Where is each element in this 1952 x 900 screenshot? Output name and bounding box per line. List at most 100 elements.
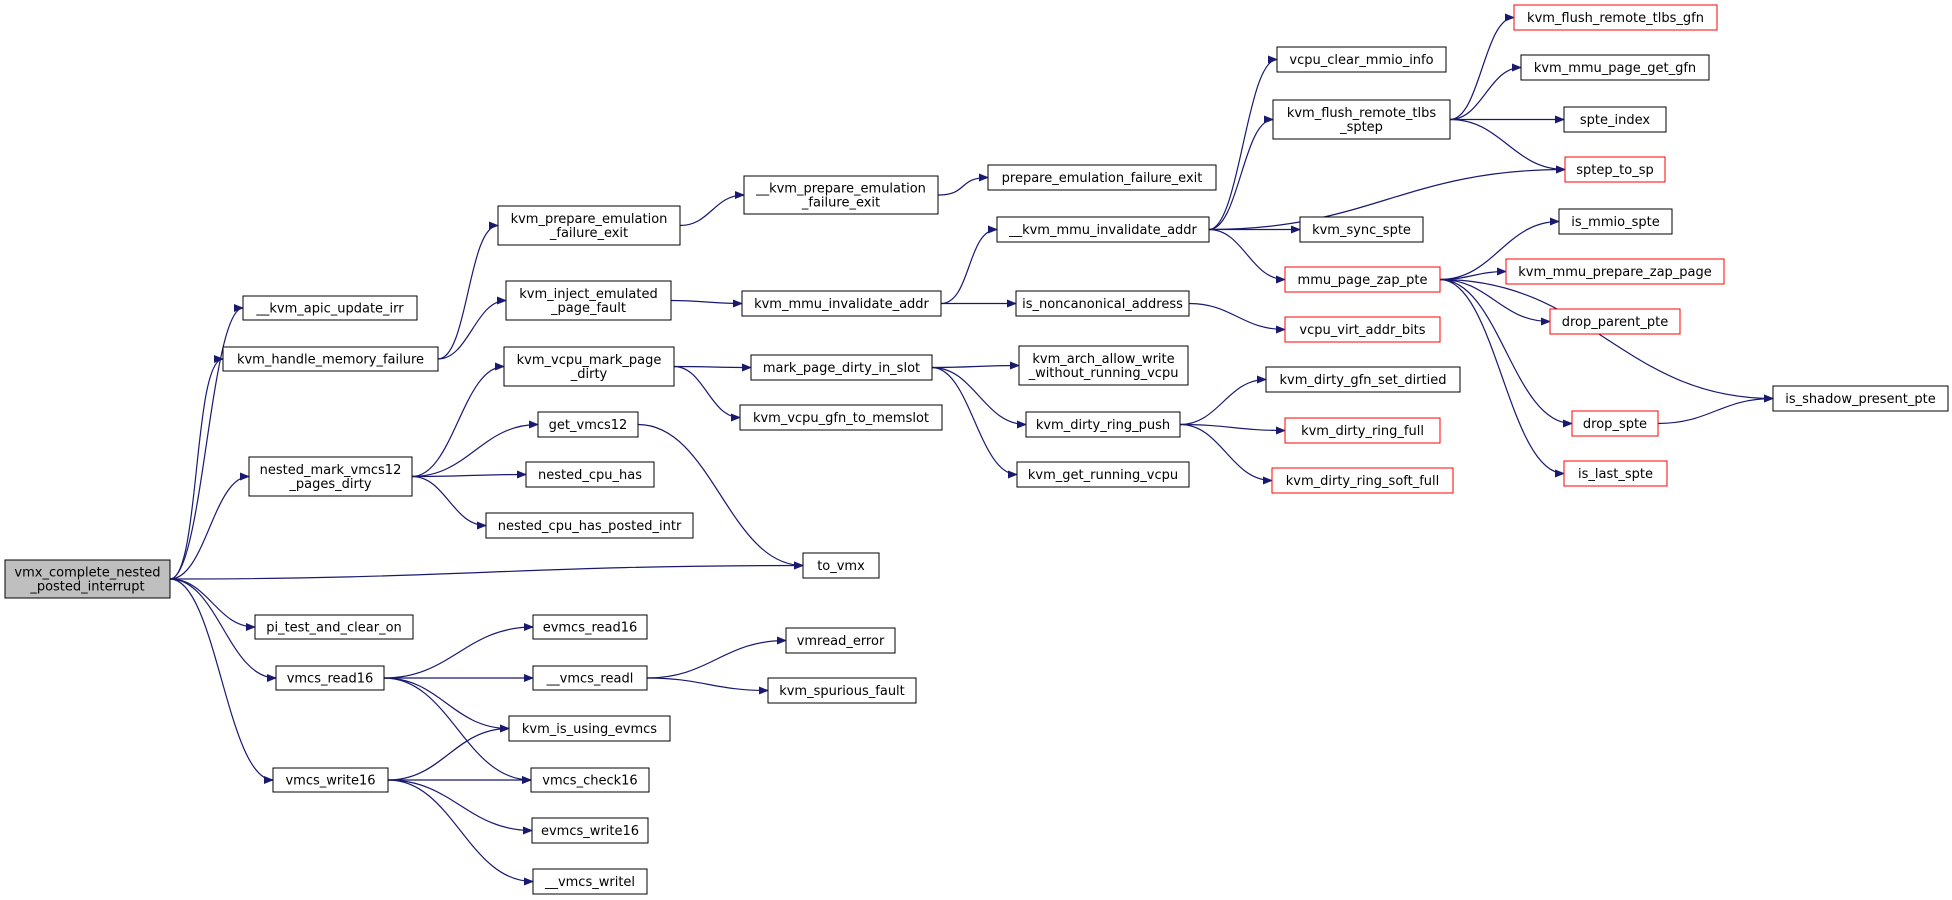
node-label: spte_index (1580, 113, 1650, 128)
node-vmread-error[interactable]: vmread_error (785, 627, 896, 654)
edge-is-noncanonical-address-to-vcpu-virt-addr-bits (1188, 302, 1286, 334)
node-label: drop_spte (1583, 417, 1647, 432)
node-label: vmcs_check16 (542, 774, 637, 789)
node-kvm-mmu-prepare-zap-page[interactable]: kvm_mmu_prepare_zap_page (1505, 258, 1725, 285)
node-get-vmcs12[interactable]: get_vmcs12 (537, 411, 639, 438)
node-nested-cpu-has[interactable]: nested_cpu_has (525, 461, 655, 488)
node-kvm-mmu-invalidate-addr2[interactable]: __kvm_mmu_invalidate_addr (996, 216, 1210, 243)
edge-root-to-kvm-handle-memory-failure (169, 355, 224, 580)
node-label: _failure_exit (801, 196, 880, 211)
node-label: is_last_spte (1578, 467, 1653, 482)
node-spte-index[interactable]: spte_index (1563, 106, 1667, 133)
node-is-noncanonical-address[interactable]: is_noncanonical_address (1015, 290, 1190, 317)
node-evmcs-read16[interactable]: evmcs_read16 (532, 614, 648, 640)
node-kvm-handle-memory-failure[interactable]: kvm_handle_memory_failure (222, 346, 439, 372)
node-evmcs-write16[interactable]: evmcs_write16 (531, 817, 649, 844)
node-kvm-sync-spte[interactable]: kvm_sync_spte (1299, 216, 1424, 243)
node-nested-cpu-has-posted-intr[interactable]: nested_cpu_has_posted_intr (485, 512, 694, 539)
edge-kvm-vcpu-mark-page-dirty-to-kvm-vcpu-gfn-to-memslot (673, 365, 741, 422)
node-kvm-vcpu-mark-page-dirty[interactable]: kvm_vcpu_mark_page_dirty (503, 346, 675, 387)
node-to-vmx[interactable]: to_vmx (802, 552, 880, 579)
node-box (248, 456, 413, 497)
node-kvm-spurious-fault[interactable]: kvm_spurious_fault (767, 677, 917, 704)
node-is-last-spte[interactable]: is_last_spte (1563, 460, 1668, 487)
node-drop-parent-pte[interactable]: drop_parent_pte (1549, 308, 1681, 335)
node-root: vmx_complete_nested_posted_interrupt (4, 559, 171, 599)
node-kvm-prepare-emulation-failure-exit[interactable]: kvm_prepare_emulation_failure_exit (497, 205, 681, 246)
edge-root-to-to-vmx (169, 561, 804, 580)
node-kvm-get-running-vcpu[interactable]: kvm_get_running_vcpu (1016, 461, 1190, 488)
node-vmcs-write16[interactable]: vmcs_write16 (272, 767, 389, 793)
node-box (1025, 411, 1181, 438)
edge-vmcs-write16-to-kvm-is-using-evmcs (387, 724, 510, 781)
node-box (987, 164, 1217, 191)
edge-kvm-handle-memory-failure-to-kvm-inject-emulated-page-fault (437, 296, 507, 360)
node-box (1513, 4, 1718, 31)
node-box (1265, 366, 1461, 393)
edge-mmu-page-zap-pte-to-is-shadow-present-pte (1439, 278, 1774, 403)
node-pi-test-and-clear-on[interactable]: pi_test_and_clear_on (254, 614, 414, 640)
node-kvm-dirty-ring-full[interactable]: kvm_dirty_ring_full (1284, 417, 1441, 444)
node-kvm-dirty-ring-soft-full[interactable]: kvm_dirty_ring_soft_full (1271, 467, 1454, 494)
node-box (497, 205, 681, 246)
node-box (1299, 216, 1424, 243)
edge-nested-mark-vmcs12-pages-dirty-to-kvm-vcpu-mark-page-dirty (411, 362, 505, 478)
edge-get-vmcs12-to-to-vmx (637, 423, 804, 570)
node-is-mmio-spte[interactable]: is_mmio_spte (1558, 208, 1673, 235)
node-nested-mark-vmcs12-pages-dirty[interactable]: nested_mark_vmcs12_pages_dirty (248, 456, 413, 497)
node-kvm-inject-emulated-page-fault[interactable]: kvm_inject_emulated_page_fault (505, 280, 672, 321)
node-label: vmcs_read16 (287, 672, 374, 687)
node-vcpu-virt-addr-bits[interactable]: vcpu_virt_addr_bits (1284, 316, 1441, 343)
node-kvm-arch-allow-write[interactable]: kvm_arch_allow_write_without_running_vcp… (1018, 345, 1189, 386)
node-is-shadow-present-pte[interactable]: is_shadow_present_pte (1772, 385, 1949, 412)
node-label: vmread_error (797, 634, 885, 649)
edge-root-to-pi-test-and-clear-on (169, 578, 256, 631)
node-label: nested_cpu_has (538, 468, 642, 483)
node-box (1271, 467, 1454, 494)
node-prepare-emulation-failure-exit[interactable]: prepare_emulation_failure_exit (987, 164, 1217, 191)
node-box (254, 614, 414, 640)
edge-layer (169, 13, 1774, 886)
node-kvm-dirty-ring-push[interactable]: kvm_dirty_ring_push (1025, 411, 1181, 438)
node-vmcs-readl[interactable]: __vmcs_readl (532, 665, 648, 691)
node-box (1284, 266, 1441, 293)
node-label: sptep_to_sp (1576, 163, 1653, 178)
node-kvm-mmu-page-get-gfn[interactable]: kvm_mmu_page_get_gfn (1520, 54, 1710, 81)
node-vcpu-clear-mmio-info[interactable]: vcpu_clear_mmio_info (1276, 46, 1447, 73)
node-kvm-is-using-evmcs[interactable]: kvm_is_using_evmcs (508, 715, 671, 742)
node-vmcs-writel[interactable]: __vmcs_writel (532, 868, 648, 895)
node-kvm-flush-remote-tlbs-gfn[interactable]: kvm_flush_remote_tlbs_gfn (1513, 4, 1718, 31)
node-kvm-dirty-gfn-set-dirtied[interactable]: kvm_dirty_gfn_set_dirtied (1265, 366, 1461, 393)
node-label: is_mmio_spte (1571, 215, 1659, 230)
node-box (272, 767, 389, 793)
node-label: kvm_handle_memory_failure (237, 353, 424, 368)
node-box (530, 767, 650, 793)
node-label: _without_running_vcpu (1028, 366, 1179, 381)
node-kvm-mmu-invalidate-addr[interactable]: kvm_mmu_invalidate_addr (741, 290, 942, 317)
edge-kvm-mmu-invalidate-addr2-to-mmu-page-zap-pte (1208, 228, 1286, 284)
node-label: vmcs_write16 (285, 774, 375, 789)
edge-nested-mark-vmcs12-pages-dirty-to-get-vmcs12 (411, 420, 539, 478)
node-box (802, 552, 880, 579)
edge-nested-mark-vmcs12-pages-dirty-to-nested-cpu-has (411, 470, 527, 479)
node-box (1571, 410, 1659, 437)
node-label: __kvm_apic_update_irr (255, 302, 404, 317)
node-kvm-prepare-emulation-failure-exit2[interactable]: __kvm_prepare_emulation_failure_exit (743, 175, 939, 215)
edge-vmcs-read16-to-kvm-is-using-evmcs (383, 677, 510, 733)
node-kvm-vcpu-gfn-to-memslot[interactable]: kvm_vcpu_gfn_to_memslot (739, 404, 943, 431)
node-mark-page-dirty-in-slot[interactable]: mark_page_dirty_in_slot (750, 354, 933, 381)
node-box (1564, 156, 1666, 183)
node-vmcs-read16[interactable]: vmcs_read16 (275, 665, 385, 691)
node-drop-spte[interactable]: drop_spte (1571, 410, 1659, 437)
node-mmu-page-zap-pte[interactable]: mmu_page_zap_pte (1284, 266, 1441, 293)
node-box (739, 404, 943, 431)
node-kvm-flush-remote-tlbs-sptep[interactable]: kvm_flush_remote_tlbs_sptep (1272, 99, 1451, 140)
node-box (1772, 385, 1949, 412)
edge-root-to-nested-mark-vmcs12-pages-dirty (169, 472, 250, 580)
node-kvm-apic-update-irr[interactable]: __kvm_apic_update_irr (242, 295, 418, 321)
edge-vmcs-readl-to-vmread-error (646, 636, 787, 679)
node-vmcs-check16[interactable]: vmcs_check16 (530, 767, 650, 793)
node-box (531, 817, 649, 844)
node-sptep-to-sp[interactable]: sptep_to_sp (1564, 156, 1666, 183)
node-label: __vmcs_readl (546, 672, 634, 687)
